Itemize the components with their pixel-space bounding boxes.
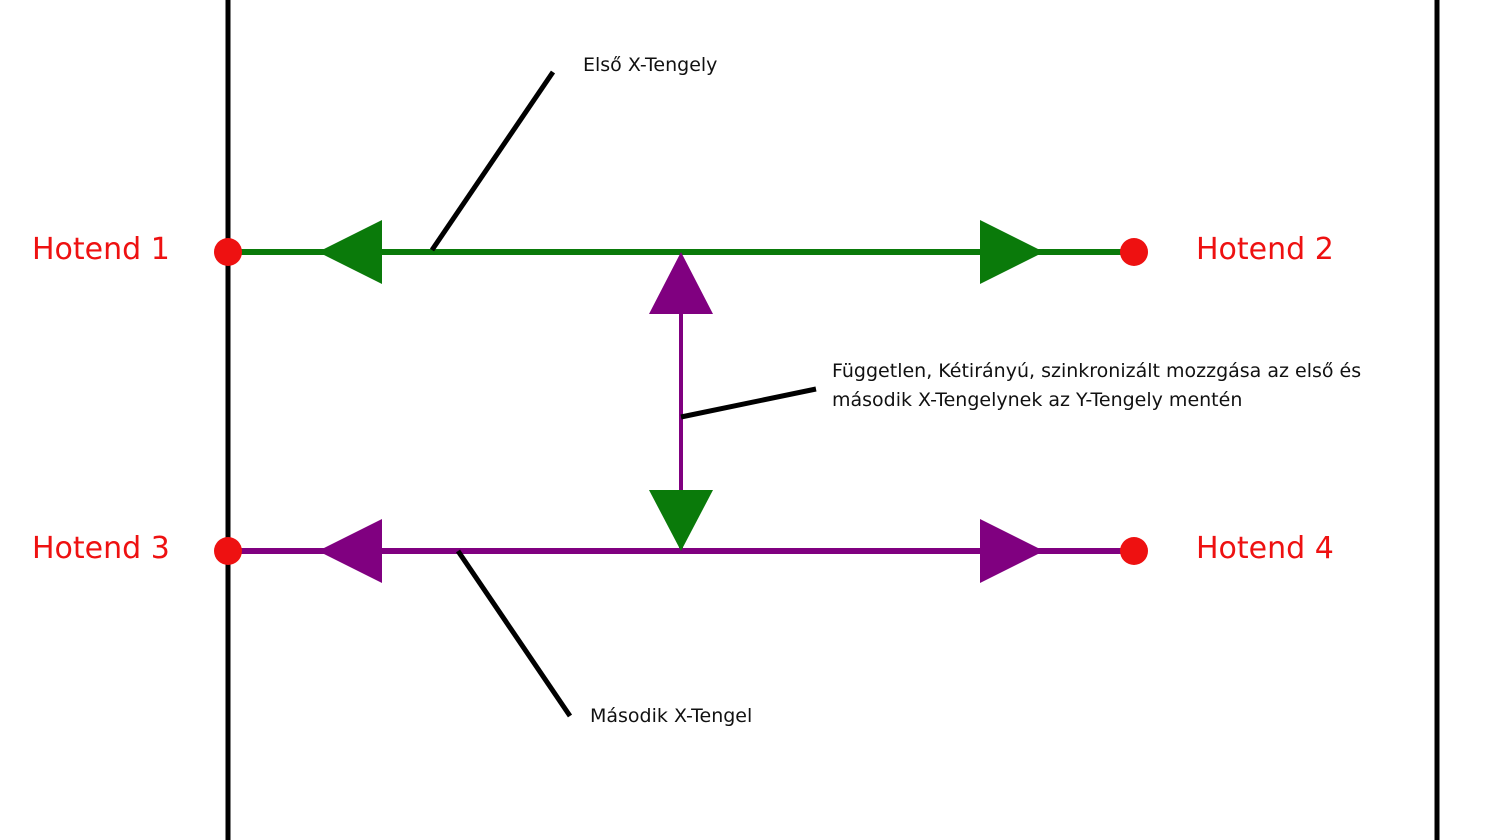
hotend-1-dot xyxy=(214,238,242,266)
hotend-3-dot xyxy=(214,537,242,565)
hotend-2-dot xyxy=(1120,238,1148,266)
y-motion-annotation-line-2: második X-Tengelynek az Y-Tengely mentén xyxy=(832,389,1243,411)
y-motion-arrow-up xyxy=(649,252,713,314)
second-axis-annotation: Második X-Tengel xyxy=(590,705,753,727)
second-x-axis-arrow-left xyxy=(318,519,382,583)
y-motion-leader-line xyxy=(680,386,817,420)
y-motion-annotation-line-1: Független, Kétirányú, szinkronizált mozz… xyxy=(832,360,1362,382)
hotend-4-label: Hotend 4 xyxy=(1196,531,1334,566)
first-x-axis-arrow-left xyxy=(318,220,382,284)
hotend-2-label: Hotend 2 xyxy=(1196,232,1334,267)
first-x-axis-arrow-right xyxy=(980,220,1044,284)
hotend-4-dot xyxy=(1120,537,1148,565)
first-axis-annotation: Első X-Tengely xyxy=(583,54,718,76)
hotend-1-label: Hotend 1 xyxy=(32,232,170,267)
first-axis-leader-line xyxy=(429,70,556,252)
y-motion-arrow-down xyxy=(649,490,713,551)
second-x-axis-arrow-right xyxy=(980,519,1044,583)
second-axis-leader-line xyxy=(455,549,573,718)
hotend-3-label: Hotend 3 xyxy=(32,531,170,566)
